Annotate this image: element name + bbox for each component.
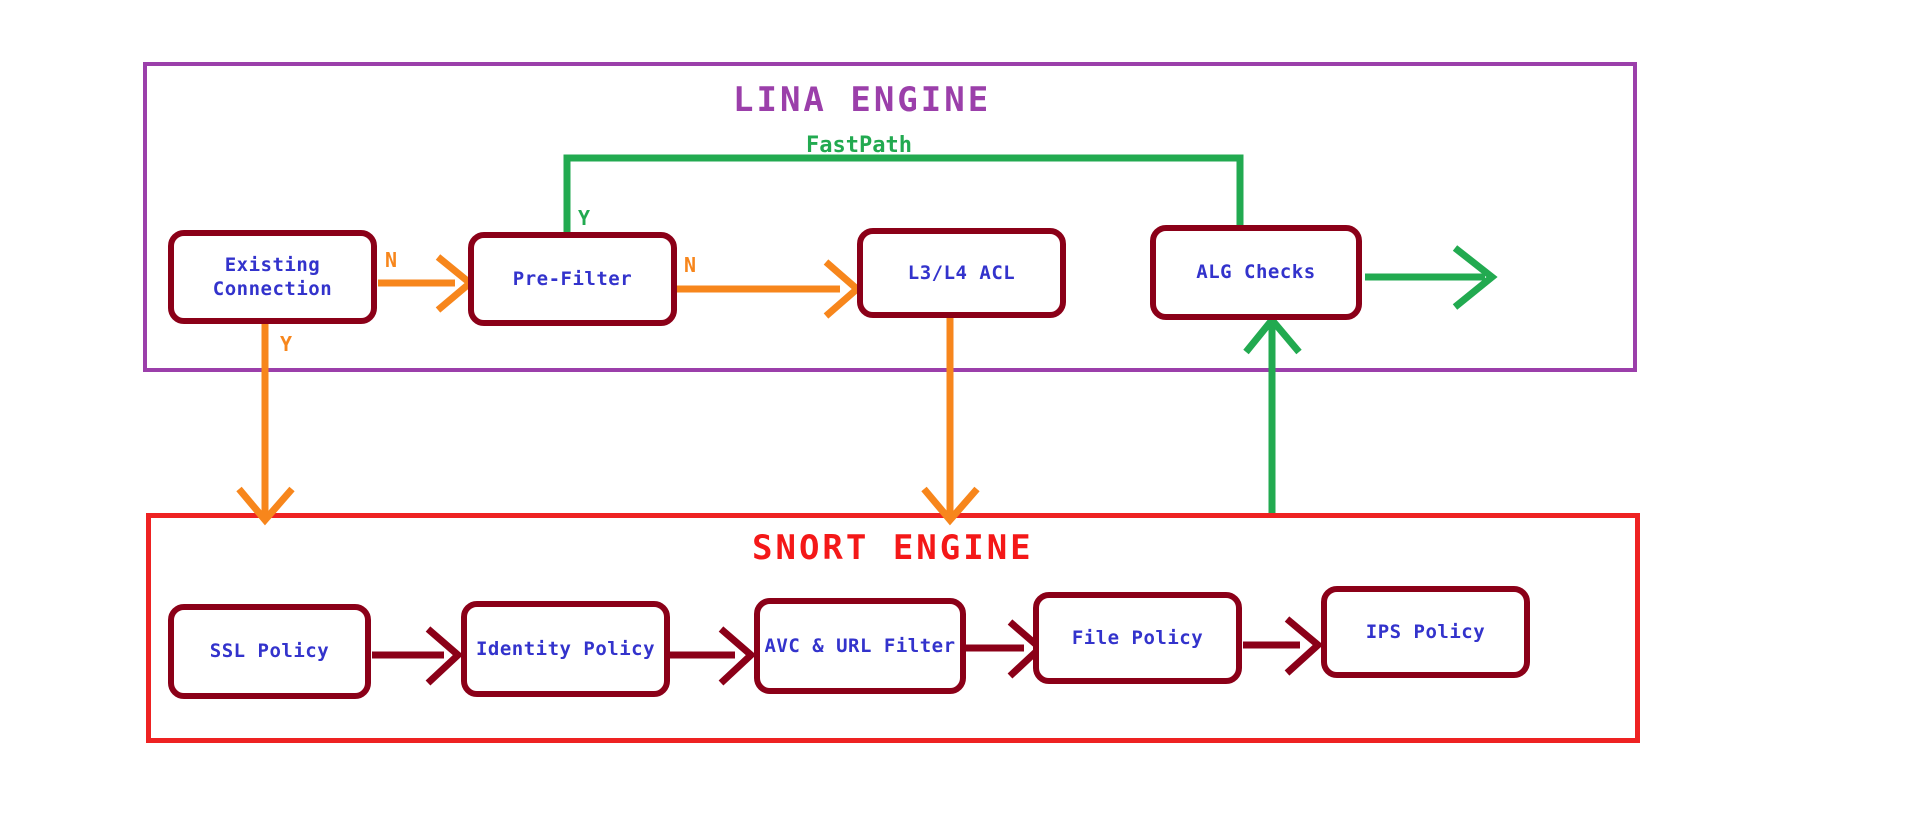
arrow-ssl-to-identity	[372, 626, 464, 686]
snort-engine-container	[146, 513, 1640, 743]
snort-engine-title: SNORT ENGINE	[752, 528, 1034, 568]
node-existing-connection-label: Existing Connection	[212, 253, 333, 300]
node-alg-checks[interactable]: ALG Checks	[1150, 225, 1362, 320]
node-pre-filter[interactable]: Pre-Filter	[468, 232, 677, 326]
existing-to-snort-label: Y	[280, 332, 293, 356]
arrow-existing-to-snort	[236, 320, 295, 526]
arrow-alg-exit	[1365, 245, 1498, 310]
arrow-snort-to-alg	[1243, 314, 1302, 513]
node-ips-policy-label: IPS Policy	[1365, 620, 1486, 643]
node-alg-checks-label: ALG Checks	[1196, 261, 1316, 284]
node-l3l4-acl[interactable]: L3/L4 ACL	[857, 228, 1066, 318]
existing-to-prefilter-label: N	[385, 248, 398, 272]
node-ips-policy[interactable]: IPS Policy	[1321, 586, 1530, 678]
arrow-identity-to-avc	[667, 626, 757, 686]
arrow-acl-to-snort	[921, 318, 980, 526]
node-avc-url-filter[interactable]: AVC & URL Filter	[754, 598, 966, 694]
node-l3l4-acl-label: L3/L4 ACL	[907, 261, 1016, 284]
fastpath-label: FastPath	[806, 133, 912, 158]
node-pre-filter-label: Pre-Filter	[512, 267, 633, 290]
node-existing-connection[interactable]: Existing Connection	[168, 230, 377, 324]
node-identity-policy[interactable]: Identity Policy	[461, 601, 670, 697]
node-ssl-policy-label: SSL Policy	[209, 640, 330, 663]
arrow-avc-to-file	[965, 619, 1046, 679]
node-file-policy[interactable]: File Policy	[1033, 592, 1242, 684]
prefilter-fastpath-label: Y	[578, 206, 591, 230]
node-avc-url-filter-label: AVC & URL Filter	[764, 634, 956, 657]
lina-engine-title: LINA ENGINE	[733, 80, 992, 120]
node-file-policy-label: File Policy	[1071, 626, 1204, 649]
node-identity-policy-label: Identity Policy	[475, 637, 656, 660]
lina-engine-container	[143, 62, 1637, 372]
arrow-prefilter-to-acl	[677, 259, 863, 319]
arrow-file-to-ips	[1243, 616, 1324, 676]
node-ssl-policy[interactable]: SSL Policy	[168, 604, 371, 699]
prefilter-to-acl-label: N	[684, 253, 697, 277]
fastpath-connector	[563, 154, 1244, 236]
